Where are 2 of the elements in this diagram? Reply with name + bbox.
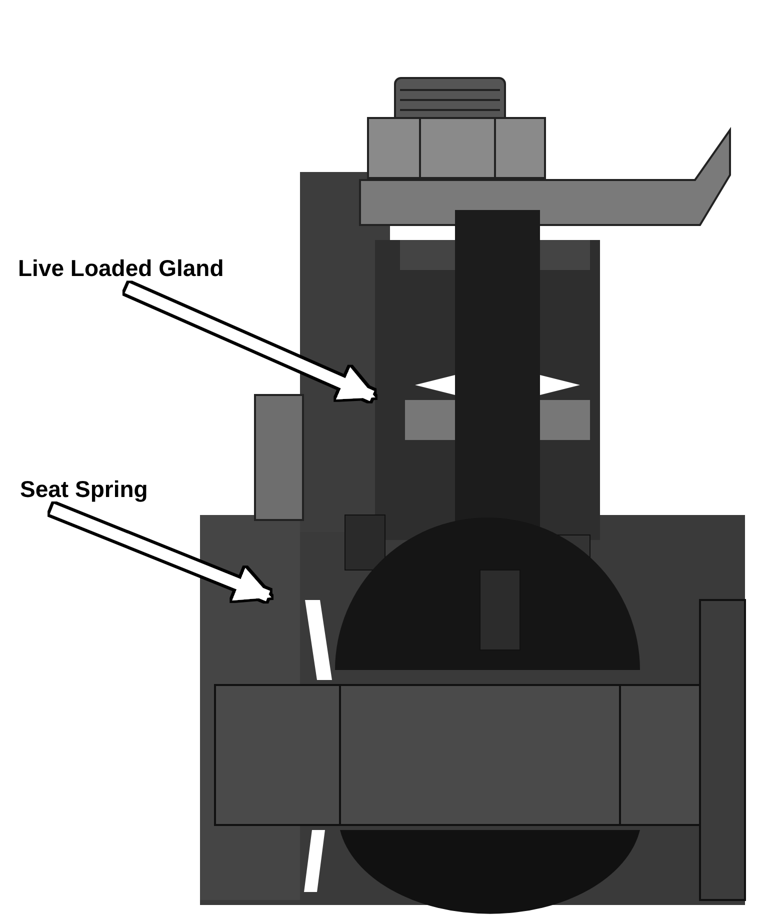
callout-label: Seat Spring — [20, 476, 148, 503]
callout-label: Live Loaded Gland — [18, 255, 224, 282]
